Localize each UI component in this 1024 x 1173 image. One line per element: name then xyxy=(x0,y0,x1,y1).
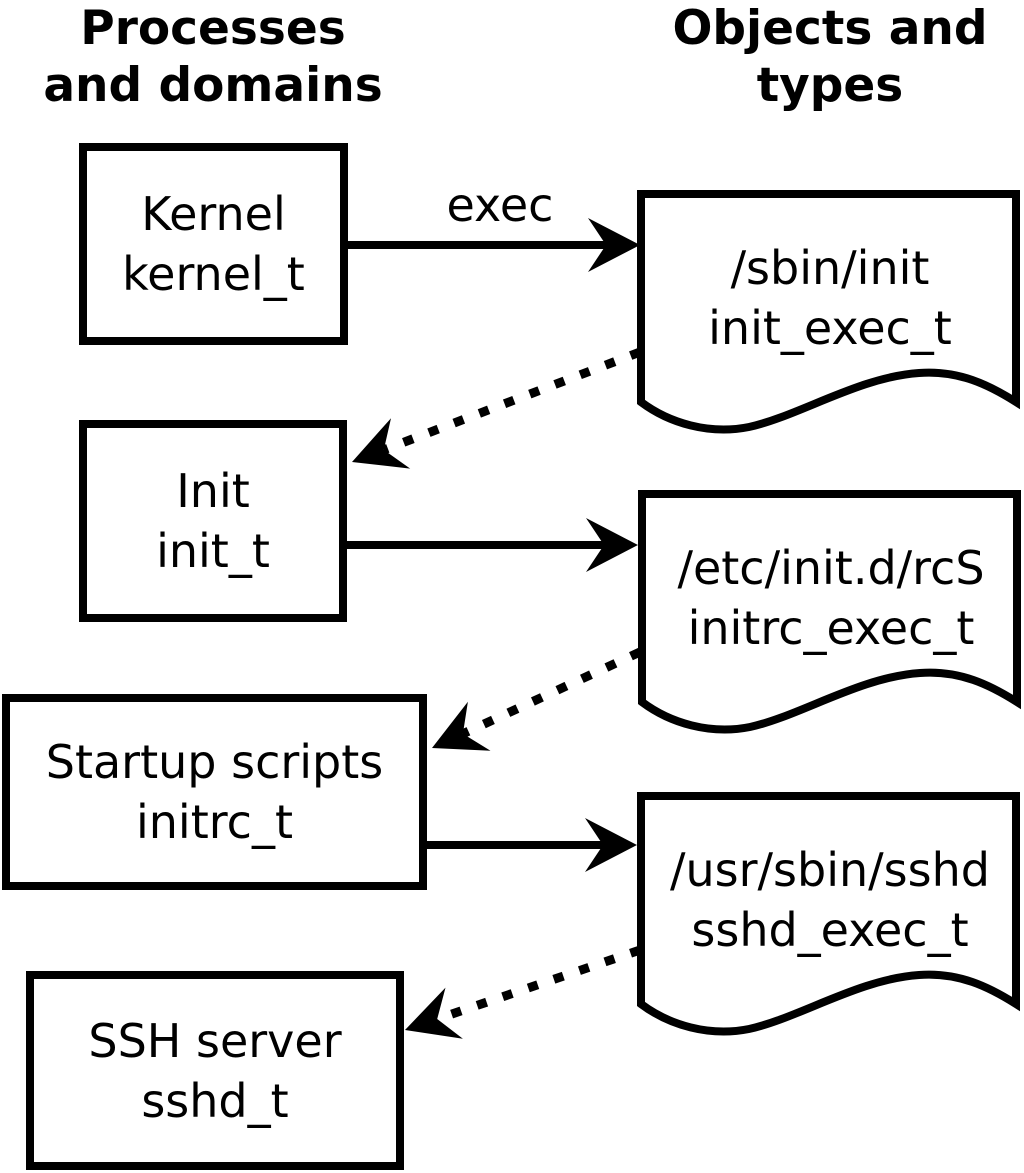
process-type: sshd_t xyxy=(141,1073,289,1128)
arrowhead xyxy=(432,701,491,751)
dotted-arrow-line xyxy=(435,945,642,1024)
process-box-ssh-server: SSH server sshd_t xyxy=(26,971,404,1170)
process-type: kernel_t xyxy=(122,247,305,301)
header-line: Objects and xyxy=(672,1,988,56)
document-shape-usr-sbin-sshd xyxy=(637,792,1020,1036)
exec-arrow-init-to-rcs xyxy=(347,518,638,572)
arrowhead xyxy=(586,518,638,572)
document-shape-etc-initd-rcs xyxy=(638,490,1021,734)
process-box-startup-scripts: Startup scripts initrc_t xyxy=(2,694,427,890)
column-header-objects: Objects and types xyxy=(637,0,1023,114)
transition-arrow-sshd xyxy=(405,945,642,1039)
document-outline xyxy=(638,490,1021,734)
exec-arrow-kernel-to-init xyxy=(348,218,640,272)
process-type: init_t xyxy=(156,524,270,578)
arrowhead xyxy=(588,218,640,272)
document-shape-sbin-init xyxy=(637,190,1020,434)
exec-arrow-initrc-to-sshd xyxy=(427,818,637,872)
process-name: Kernel xyxy=(141,187,286,241)
process-name: Startup scripts xyxy=(45,735,384,789)
header-line: and domains xyxy=(43,58,383,113)
arrowhead xyxy=(352,418,411,469)
transition-arrow-initrc xyxy=(432,647,642,751)
arrowhead xyxy=(405,987,463,1039)
header-line: Processes xyxy=(80,1,346,56)
exec-arrow-label: exec xyxy=(446,178,554,232)
column-header-processes: Processes and domains xyxy=(20,0,406,114)
document-outline xyxy=(637,190,1020,434)
process-name: Init xyxy=(176,464,250,518)
dotted-arrow-line xyxy=(461,647,642,738)
dotted-arrow-line xyxy=(382,347,642,455)
document-outline xyxy=(637,792,1020,1036)
process-name: SSH server xyxy=(88,1013,342,1068)
process-box-kernel: Kernel kernel_t xyxy=(79,143,348,345)
transition-arrow-init xyxy=(352,347,642,469)
arrowhead xyxy=(585,818,637,872)
process-box-init: Init init_t xyxy=(79,420,347,622)
header-line: types xyxy=(756,58,904,113)
process-type: initrc_t xyxy=(136,795,293,849)
